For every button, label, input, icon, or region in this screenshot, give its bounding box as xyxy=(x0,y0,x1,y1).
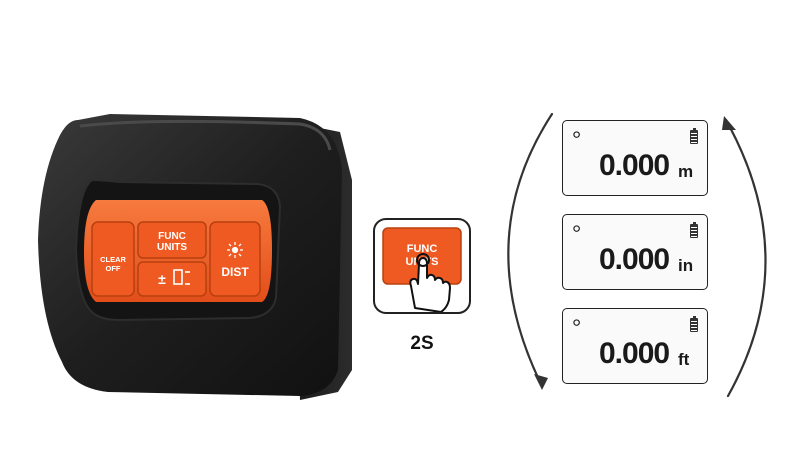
hold-duration-label: 2S xyxy=(410,333,434,354)
laser-indicator-icon xyxy=(573,131,580,138)
laser-icon xyxy=(227,242,243,258)
display-unit: in xyxy=(678,256,694,275)
cycle-arrows xyxy=(507,112,767,398)
clear-label: CLEAR xyxy=(100,255,126,264)
off-label: OFF xyxy=(106,264,121,273)
arrowhead-down-icon xyxy=(534,374,548,390)
display-feet: 0.000 ft xyxy=(562,308,708,384)
arrowhead-up-icon xyxy=(722,116,736,130)
battery-icon xyxy=(690,128,698,144)
reference-button[interactable]: ± xyxy=(137,261,207,297)
plus-minus-label: ± xyxy=(158,271,166,287)
display-unit: m xyxy=(678,162,694,181)
display-inches: 0.000 in xyxy=(562,214,708,290)
func-label: FUNC xyxy=(158,231,186,242)
laser-indicator-icon xyxy=(573,225,580,232)
laser-measure-device: CLEAR OFF FUNC UNITS ± DIST xyxy=(38,114,352,400)
battery-icon xyxy=(690,316,698,332)
display-unit: ft xyxy=(678,350,690,369)
battery-icon xyxy=(690,222,698,238)
hold-func-label: FUNC xyxy=(407,243,438,255)
dist-label: DIST xyxy=(221,265,249,279)
display-value: 0.000 xyxy=(599,149,670,182)
arrow-left-down xyxy=(507,112,554,388)
laser-indicator-icon xyxy=(573,319,580,326)
func-units-button[interactable]: FUNC UNITS xyxy=(137,221,207,259)
display-value: 0.000 xyxy=(599,243,670,276)
dist-button[interactable]: DIST xyxy=(209,221,261,297)
display-value: 0.000 xyxy=(599,337,670,370)
reference-icon xyxy=(173,269,190,285)
hold-button-illustration: FUNC UNITS xyxy=(373,218,471,314)
units-label: UNITS xyxy=(157,242,187,253)
hand-press-icon xyxy=(409,253,451,312)
arrow-right-up xyxy=(724,118,767,398)
clear-off-button[interactable]: CLEAR OFF xyxy=(91,221,135,297)
display-meters: 0.000 m xyxy=(562,120,708,196)
func-units-key: FUNC UNITS xyxy=(382,227,462,285)
